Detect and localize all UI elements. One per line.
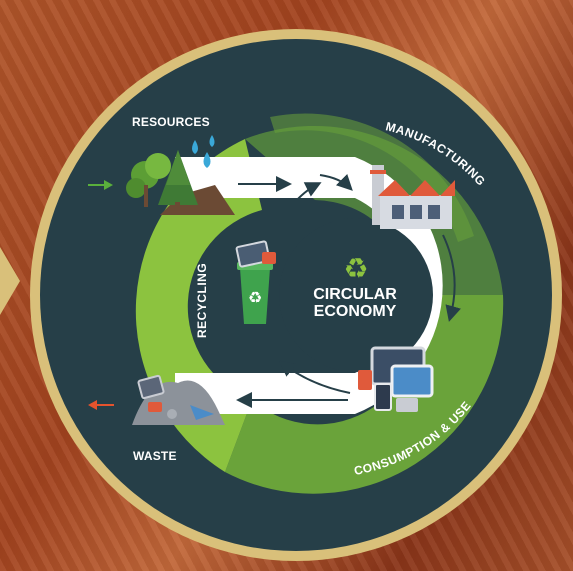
factory-icon — [370, 165, 455, 229]
belt-arrows — [236, 173, 461, 408]
center-title-line2: ECONOMY — [313, 303, 397, 320]
input-arrow — [88, 180, 113, 190]
svg-text:♻: ♻ — [248, 288, 262, 307]
recycle-icon: ♻ — [343, 252, 368, 285]
ring-segment-consumption — [225, 295, 504, 494]
waste-pile-icon — [132, 374, 225, 425]
devices-icon — [358, 346, 434, 412]
pointer-triangle — [0, 247, 20, 315]
center-title: CIRCULAR ECONOMY — [300, 286, 410, 320]
label-resources: RESOURCES — [132, 115, 210, 129]
water-drops-icon — [192, 135, 215, 168]
center-disc — [279, 218, 433, 372]
label-recycling: RECYCLING — [195, 263, 209, 338]
label-waste: WASTE — [133, 449, 177, 463]
recycle-bin-icon: ♻ — [235, 240, 276, 324]
output-arrow — [88, 400, 114, 410]
trees-icon — [126, 150, 235, 215]
center-title-line1: CIRCULAR — [313, 286, 397, 303]
